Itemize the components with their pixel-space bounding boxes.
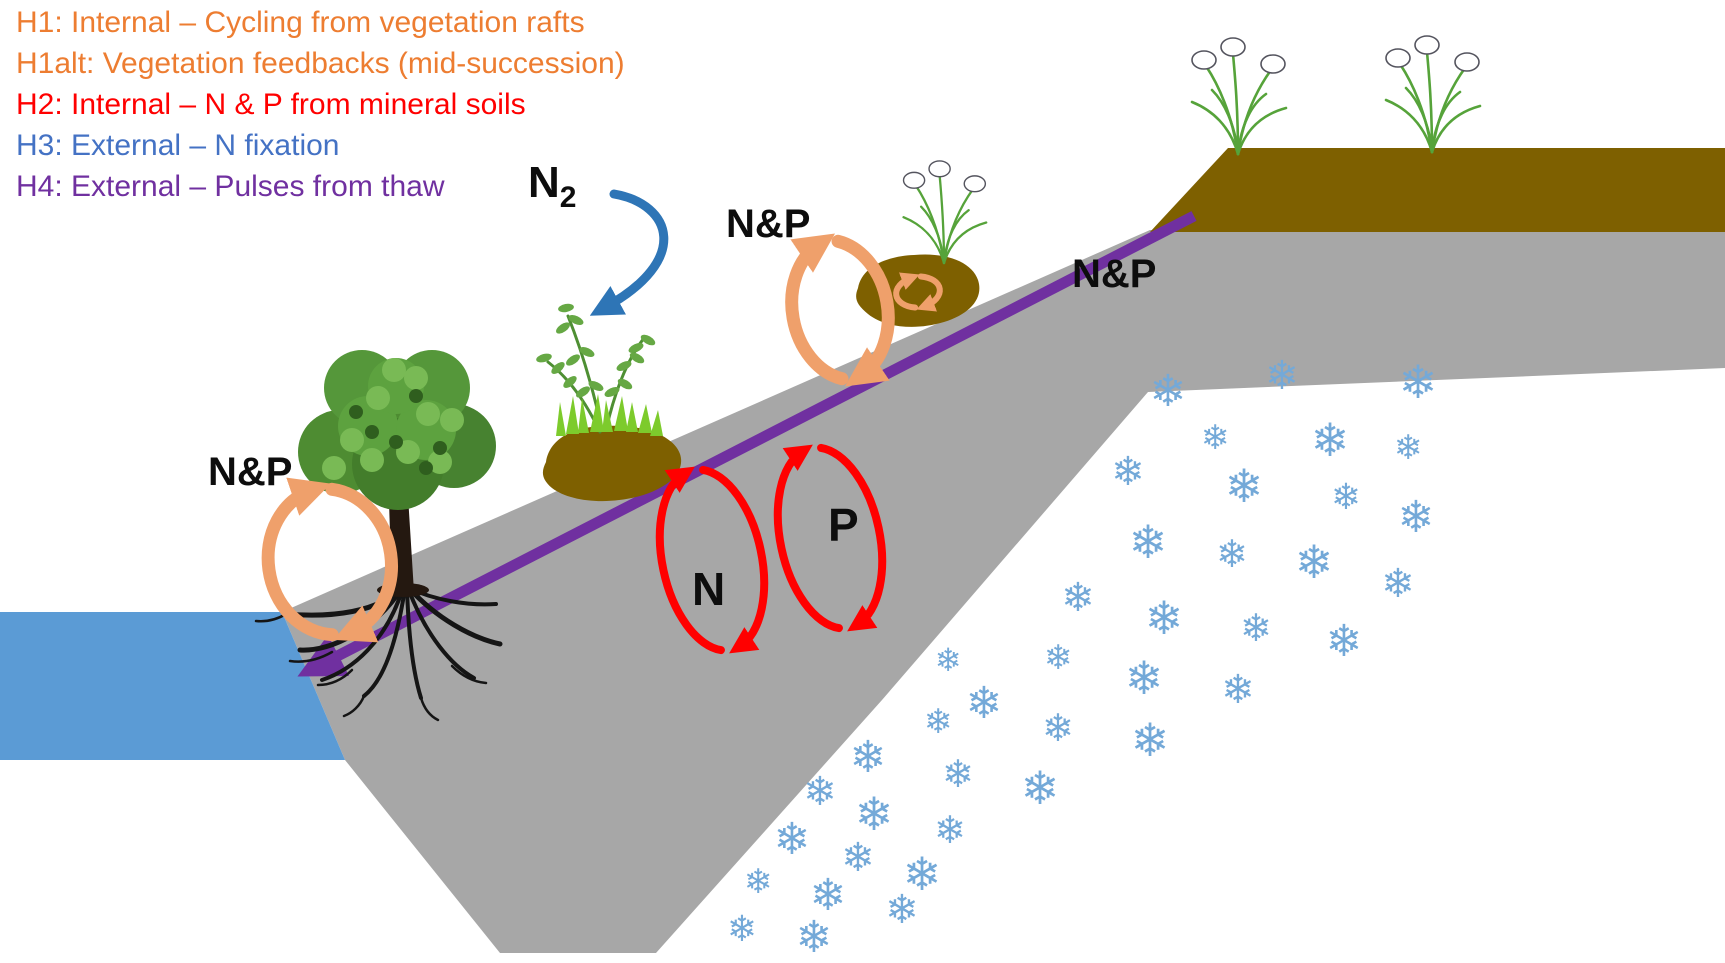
shrub-leaves xyxy=(536,303,656,398)
legend-item-h1: H1: Internal – Cycling from vegetation r… xyxy=(16,6,585,39)
legend: H1: Internal – Cycling from vegetation r… xyxy=(16,2,625,207)
cottongrass-plant xyxy=(902,159,988,265)
upland-cottongrass xyxy=(1384,34,1482,154)
upland-cottongrass xyxy=(1190,36,1288,156)
legend-item-h4: H4: External – Pulses from thaw xyxy=(16,170,445,203)
raft-internal-cycle-arrows xyxy=(893,272,943,312)
thaw-flux-label: N&P xyxy=(1072,252,1157,296)
legend-item-h1alt: H1alt: Vegetation feedbacks (mid-success… xyxy=(16,47,625,80)
canopy-light-leaves xyxy=(322,358,464,480)
n-fixation-arrow xyxy=(589,189,669,316)
raft-cycle-label: N&P xyxy=(726,202,811,246)
vegetation-raft-shrub xyxy=(536,303,682,502)
n2-subscript: 2 xyxy=(559,180,577,214)
upland-soil xyxy=(1150,148,1725,232)
raft-soil xyxy=(542,425,682,502)
hillslope-gray xyxy=(282,230,1725,953)
thaw-pulse-arrow xyxy=(297,211,1197,677)
raft-grass-tuft xyxy=(556,394,663,436)
n2-base: N xyxy=(528,158,560,207)
tree-canopy xyxy=(298,350,496,510)
raft-nutrient-cycle-arrows xyxy=(785,233,895,387)
tree-cycle-label: N&P xyxy=(208,450,293,494)
legend-item-h2: H2: Internal – N & P from mineral soils xyxy=(16,88,526,121)
legend-item-h3: H3: External – N fixation xyxy=(16,129,340,162)
nitrogen-cycle-arrows xyxy=(655,465,769,655)
tree xyxy=(254,350,503,722)
vegetation-raft-cottongrass xyxy=(856,159,988,327)
water-body xyxy=(0,612,345,760)
phosphorus-cycle-arrows xyxy=(773,443,887,633)
tree-nutrient-cycle-arrows xyxy=(261,477,398,643)
n-fixation-label: N2 xyxy=(528,158,576,215)
canopy-dark-leaves xyxy=(349,389,447,475)
nitrogen-cycle-label: N xyxy=(692,563,726,615)
phosphorus-cycle-label: P xyxy=(828,499,859,551)
